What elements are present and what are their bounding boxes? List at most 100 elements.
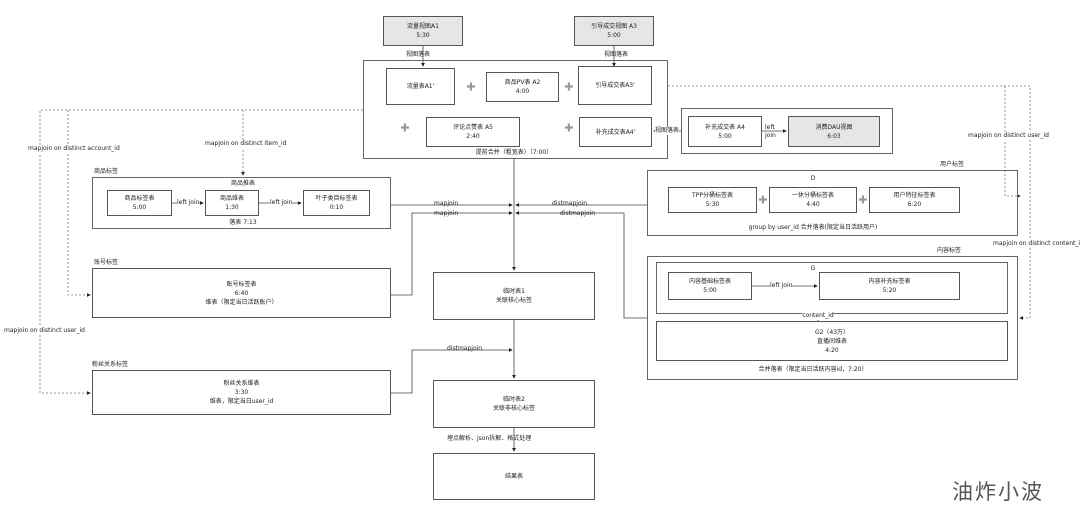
edge-label: left join <box>770 282 793 290</box>
supplement-deal-table-a4p: 补充成交表A4' <box>579 117 652 147</box>
node-time: 6:40 <box>234 289 249 297</box>
node-name: 结果表 <box>504 473 523 480</box>
item-dim-table: 商品维表 1:30 <box>205 190 259 216</box>
plus-icon: ✚ <box>400 121 410 135</box>
content-group <box>647 256 1018 380</box>
user-group <box>647 170 1018 236</box>
temp-table-2: 临时表2 关联非核心标签 <box>433 380 595 428</box>
node-desc: 直播间维表 <box>816 337 847 345</box>
node-name: 商品标签表 <box>124 195 155 202</box>
plus-icon: ✚ <box>564 80 574 94</box>
node-name: 流量表A1' <box>406 83 435 90</box>
node-name: G2（43万） <box>814 328 850 336</box>
group-caption: group by user_id 合并落表(限定当日活跃用户) <box>748 224 878 231</box>
edge-label: 视图落表 <box>405 51 431 58</box>
node-name: 消费DAU视图 <box>815 123 853 131</box>
node-name: 引导成交表A3' <box>595 82 635 89</box>
group-label: 粉丝关系标签 <box>92 361 129 368</box>
merge-caption: 提前合并（粗宽表）（7:00） <box>475 149 553 156</box>
watermark: 油炸小波 <box>952 480 1044 504</box>
node-name: 流量视图A1 <box>407 23 439 30</box>
group-caption: 合并落表（限定当日活跃内容id，7:20） <box>758 366 868 373</box>
traffic-table-a1p: 流量表A1' <box>386 68 455 105</box>
node-name: 补充成交表A4' <box>595 128 636 136</box>
edge-label: mapjoin <box>434 200 459 207</box>
comment-like-table-a5: 评论点赞表 A5 2:40 <box>426 117 520 147</box>
group-caption: 落表 7:13 <box>229 219 257 226</box>
node-name: 账号标签表 <box>226 280 257 288</box>
node-time: 1:30 <box>225 204 239 211</box>
edge-label: mapjoin on distinct item_id <box>205 140 287 148</box>
yixiu-bucket-tag-table: 一休分桶标签表 4:40 <box>769 187 857 213</box>
item-tag-table: 商品标签表 5:00 <box>107 190 172 216</box>
node-time: 5:20 <box>882 287 897 294</box>
node-time: 5:00 <box>132 204 147 211</box>
group-label: 商品标签 <box>94 168 119 175</box>
node-time: 4:40 <box>806 201 820 208</box>
edge-label: left join <box>270 199 293 207</box>
node-time: 4:20 <box>825 346 839 354</box>
edge-label: 视图落表 <box>603 51 629 58</box>
group-label: 用户标签 <box>940 161 965 168</box>
leaf-category-tag-table: 叶子类目标签表 0:10 <box>303 190 370 216</box>
node-name: 临时表1 <box>503 288 525 295</box>
node-name: 内容基础标签表 <box>688 278 731 285</box>
item-group <box>92 177 391 229</box>
guide-deal-table-a3p: 引导成交表A3' <box>578 66 652 105</box>
node-name: 一休分桶标签表 <box>791 192 834 199</box>
plus-icon: ✚ <box>758 193 768 207</box>
group-sublabel: G <box>810 265 816 272</box>
edge-label: mapjoin <box>434 210 459 217</box>
a4-group <box>681 108 893 154</box>
node-time: 3:30 <box>234 389 249 396</box>
group-sublabel: D <box>810 175 816 182</box>
node-time: 5:30 <box>705 201 720 208</box>
traffic-view-a1: 流量视图A1 5:30 <box>383 16 463 46</box>
edge-label: mapjoin on distinct user_id <box>968 132 1049 140</box>
group-sublabel: 商品推表 <box>230 180 256 187</box>
user-feature-tag-table: 用户特征标签表 6:20 <box>869 187 960 213</box>
node-name: 商品PV表 A2 <box>504 79 541 86</box>
node-name: 内容补充标签表 <box>868 278 911 285</box>
group-label: 账号标签 <box>94 259 119 266</box>
node-time: 5:00 <box>718 132 732 140</box>
node-time: 2:40 <box>466 133 480 140</box>
node-name: 叶子类目标签表 <box>315 195 358 202</box>
plus-icon: ✚ <box>858 193 868 207</box>
node-name: 商品维表 <box>219 195 244 202</box>
node-name: 评论点赞表 A5 <box>453 124 493 131</box>
process-label: 埋点解析、json拆解、格式处理 <box>447 435 532 442</box>
edge-label: distmapjoin <box>552 200 588 207</box>
node-time: 5:00 <box>703 287 717 294</box>
edge-label: distmapjoin <box>447 345 483 352</box>
node-note: 维表，限定当日user_id <box>209 398 274 405</box>
edge-label: mapjoin on distinct account_id <box>28 145 120 153</box>
content-extra-tag-table: 内容补充标签表 5:20 <box>819 272 960 300</box>
node-name: 补充成交表 A4 <box>705 123 745 131</box>
node-name: 用户特征标签表 <box>893 192 936 199</box>
node-name: TPP分桶标签表 <box>692 192 733 199</box>
plus-icon: ✚ <box>466 80 476 94</box>
node-time: 0:10 <box>329 204 344 211</box>
merge-group <box>363 60 668 159</box>
group-label: 内容标签 <box>937 247 962 254</box>
edge-label: 视图落表 <box>655 127 680 135</box>
node-desc: 关联非核心标签 <box>492 405 535 412</box>
node-name: 临时表2 <box>503 396 525 403</box>
node-time: 5:30 <box>416 32 430 39</box>
content-base-tag-table: 内容基础标签表 5:00 <box>668 272 752 300</box>
edge-label: mapjoin on distinct user_id <box>4 327 85 335</box>
result-table: 结果表 <box>433 453 595 500</box>
node-time: 6:03 <box>827 132 841 140</box>
node-time: 6:20 <box>907 201 922 208</box>
edge-label: left join <box>765 124 776 139</box>
plus-icon: ✚ <box>564 121 574 135</box>
